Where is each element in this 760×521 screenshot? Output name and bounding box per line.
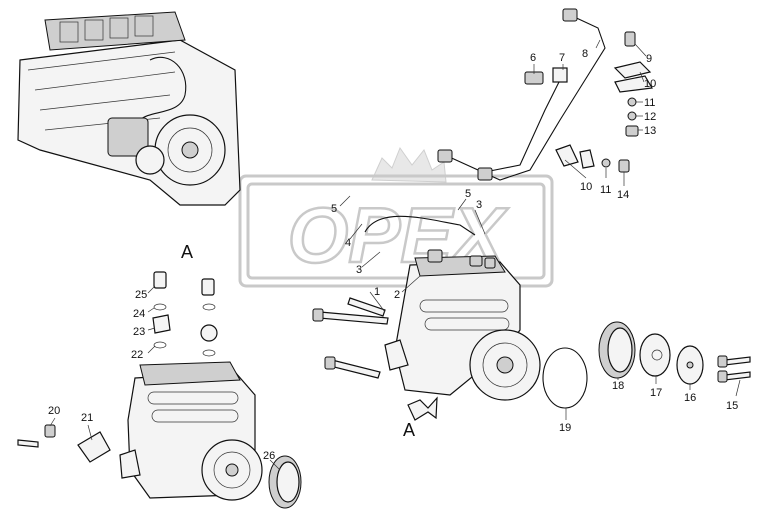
callout-21: 21 [81,412,93,424]
view-label-a-left: A [181,242,193,262]
callout-14: 14 [617,189,629,201]
view-arrow [407,396,438,421]
callout-9: 9 [646,53,652,65]
callout-23: 23 [133,326,145,338]
bolts-15 [717,355,751,383]
callout-24: 24 [133,308,145,320]
callout-25: 25 [135,289,147,301]
callout-13: 13 [644,125,656,137]
fittings-right [524,31,653,173]
callout-26: 26 [263,450,275,462]
engine-block-illustration [17,11,241,206]
callout-12: 12 [644,111,656,123]
callout-2: 2 [394,289,400,301]
callout-4: 4 [345,237,351,249]
callout-1: 1 [374,286,380,298]
callout-3-a: 3 [356,264,362,276]
plate-16 [676,345,704,385]
compressor-center-illustration [384,249,541,401]
callout-20: 20 [48,405,60,417]
compressor-left-illustration [119,361,263,501]
callout-19: 19 [559,422,571,434]
callout-11-b: 11 [600,184,611,196]
gear-26 [268,455,302,509]
callout-11-a: 11 [644,97,655,109]
callout-5-b: 5 [465,188,471,200]
callout-8: 8 [582,48,588,60]
callout-22: 22 [131,349,143,361]
callout-16: 16 [684,392,696,404]
callout-18: 18 [612,380,624,392]
view-label-a-arrow: A [403,420,415,440]
callout-10-b: 10 [580,181,592,193]
callout-17: 17 [650,387,662,399]
callout-numbers: 1 2 3 3 4 5 5 6 7 8 9 10 10 11 11 12 13 … [48,48,738,462]
left-flange [17,424,111,463]
callout-7: 7 [559,52,565,64]
left-studs [152,271,218,357]
watermark: OPEX [238,146,554,288]
callout-10-a: 10 [644,78,656,90]
callout-3-b: 3 [476,199,482,211]
pipe-assembly [364,8,606,236]
gear-18 [598,321,636,379]
leader-lines [49,39,741,471]
callout-5-a: 5 [331,203,337,215]
seal-ring [542,347,588,409]
hub-17 [639,333,671,377]
callout-6: 6 [530,52,536,64]
callout-15: 15 [726,400,738,412]
long-bolts [312,297,389,379]
